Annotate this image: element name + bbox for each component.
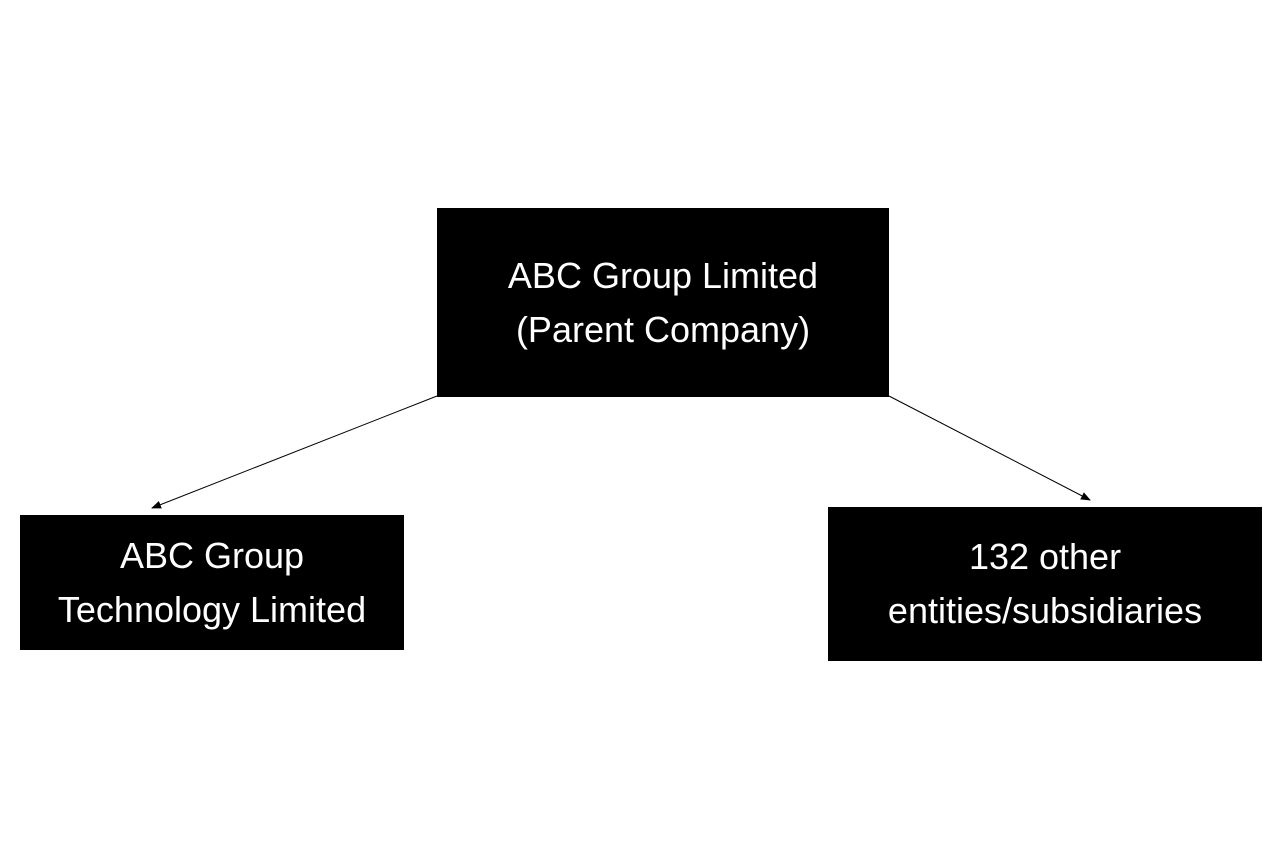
parent-line2: (Parent Company) [515, 308, 811, 350]
arrow-to-right-child [888, 395, 1091, 501]
right-child-line2: entities/subsidiaries [887, 590, 1203, 631]
right-child-box: 132 other entities/subsidiaries [828, 507, 1262, 661]
right-child-line1: 132 other [968, 536, 1122, 577]
arrow-to-left-child [151, 395, 438, 509]
parent-company-box: ABC Group Limited (Parent Company) [437, 208, 889, 397]
left-child-line2: Technology Limited [57, 588, 367, 630]
left-child-line1: ABC Group [119, 534, 305, 576]
left-child-box: ABC Group Technology Limited [20, 515, 404, 650]
parent-line1: ABC Group Limited [507, 254, 819, 296]
